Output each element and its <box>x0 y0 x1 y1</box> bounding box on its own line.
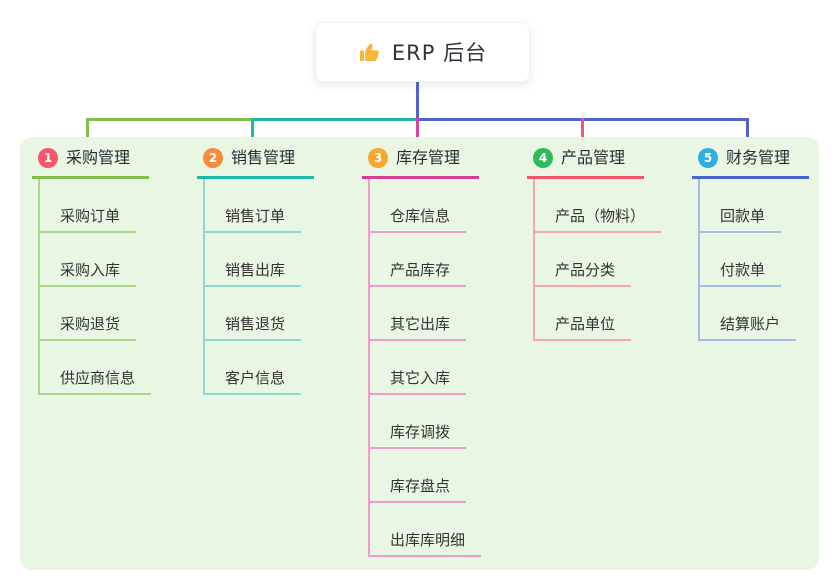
child-node[interactable]: 采购入库 <box>40 233 151 287</box>
thumbs-up-icon <box>358 40 382 64</box>
child-node-label: 供应商信息 <box>40 367 152 395</box>
child-node[interactable]: 其它入库 <box>370 341 481 395</box>
child-node-label: 产品单位 <box>535 313 632 341</box>
child-node[interactable]: 产品库存 <box>370 233 481 287</box>
branch-header-purchase[interactable]: 1 采购管理 <box>32 146 149 179</box>
child-node-label: 产品分类 <box>535 259 632 287</box>
branch-children: 销售订单 销售出库 销售退货 客户信息 <box>203 179 302 395</box>
branch-number-badge: 3 <box>368 148 388 168</box>
child-node-label: 付款单 <box>700 259 782 287</box>
branch-children: 产品（物料） 产品分类 产品单位 <box>533 179 662 341</box>
branch-children: 回款单 付款单 结算账户 <box>698 179 797 341</box>
child-node-label: 结算账户 <box>700 313 797 341</box>
branch-number-badge: 5 <box>698 148 718 168</box>
branch-header-inventory[interactable]: 3 库存管理 <box>362 146 479 179</box>
child-node[interactable]: 销售出库 <box>205 233 302 287</box>
branches-panel <box>20 137 819 570</box>
child-node[interactable]: 结算账户 <box>700 287 797 341</box>
child-node-label: 仓库信息 <box>370 205 467 233</box>
branch-inventory: 3 库存管理 仓库信息 产品库存 其它出库 其它入库 库存调拨 库存盘点 出库库… <box>362 146 482 557</box>
child-node[interactable]: 产品单位 <box>535 287 661 341</box>
child-node[interactable]: 产品（物料） <box>535 179 662 233</box>
branch-number-badge: 2 <box>203 148 223 168</box>
child-node-label: 销售出库 <box>205 259 302 287</box>
root-node[interactable]: ERP 后台 <box>315 22 530 82</box>
child-node[interactable]: 回款单 <box>700 179 796 233</box>
branch-header-finance[interactable]: 5 财务管理 <box>692 146 809 179</box>
branch-children: 仓库信息 产品库存 其它出库 其它入库 库存调拨 库存盘点 出库库明细 <box>368 179 482 557</box>
child-node[interactable]: 销售退货 <box>205 287 302 341</box>
child-node[interactable]: 采购退货 <box>40 287 151 341</box>
child-node-label: 产品（物料） <box>535 205 662 233</box>
branch-label: 销售管理 <box>231 148 296 167</box>
child-node[interactable]: 付款单 <box>700 233 796 287</box>
branch-sales: 2 销售管理 销售订单 销售出库 销售退货 客户信息 <box>197 146 314 395</box>
child-node-label: 销售退货 <box>205 313 302 341</box>
child-node-label: 采购退货 <box>40 313 137 341</box>
child-node-label: 采购订单 <box>40 205 137 233</box>
branch-finance: 5 财务管理 回款单 付款单 结算账户 <box>692 146 809 341</box>
child-node[interactable]: 库存盘点 <box>370 449 481 503</box>
child-node[interactable]: 客户信息 <box>205 341 302 395</box>
child-node-label: 出库库明细 <box>370 529 482 557</box>
connector-root-line <box>416 82 419 119</box>
branch-children: 采购订单 采购入库 采购退货 供应商信息 <box>38 179 152 395</box>
child-node[interactable]: 产品分类 <box>535 233 661 287</box>
child-node[interactable]: 库存调拨 <box>370 395 481 449</box>
child-node[interactable]: 其它出库 <box>370 287 481 341</box>
child-node[interactable]: 采购订单 <box>40 179 151 233</box>
child-node[interactable]: 销售订单 <box>205 179 302 233</box>
connector-bus-left <box>86 118 252 121</box>
branch-header-product[interactable]: 4 产品管理 <box>527 146 644 179</box>
child-node-label: 回款单 <box>700 205 782 233</box>
child-node[interactable]: 仓库信息 <box>370 179 481 233</box>
branch-purchase: 1 采购管理 采购订单 采购入库 采购退货 供应商信息 <box>32 146 152 395</box>
child-node-label: 其它出库 <box>370 313 467 341</box>
branch-number-badge: 1 <box>38 148 58 168</box>
child-node-label: 库存盘点 <box>370 475 467 503</box>
child-node-label: 其它入库 <box>370 367 467 395</box>
branch-number-badge: 4 <box>533 148 553 168</box>
child-node[interactable]: 供应商信息 <box>40 341 152 395</box>
child-node-label: 产品库存 <box>370 259 467 287</box>
child-node-label: 销售订单 <box>205 205 302 233</box>
child-node-label: 库存调拨 <box>370 421 467 449</box>
branch-product: 4 产品管理 产品（物料） 产品分类 产品单位 <box>527 146 662 341</box>
child-node-label: 采购入库 <box>40 259 137 287</box>
child-node[interactable]: 出库库明细 <box>370 503 482 557</box>
child-node-label: 客户信息 <box>205 367 302 395</box>
branch-label: 财务管理 <box>726 148 791 167</box>
branch-label: 采购管理 <box>66 148 131 167</box>
root-node-label: ERP 后台 <box>391 41 488 65</box>
branch-label: 库存管理 <box>396 148 461 167</box>
connector-bus-mid <box>252 118 417 121</box>
branch-label: 产品管理 <box>561 148 626 167</box>
branch-header-sales[interactable]: 2 销售管理 <box>197 146 314 179</box>
